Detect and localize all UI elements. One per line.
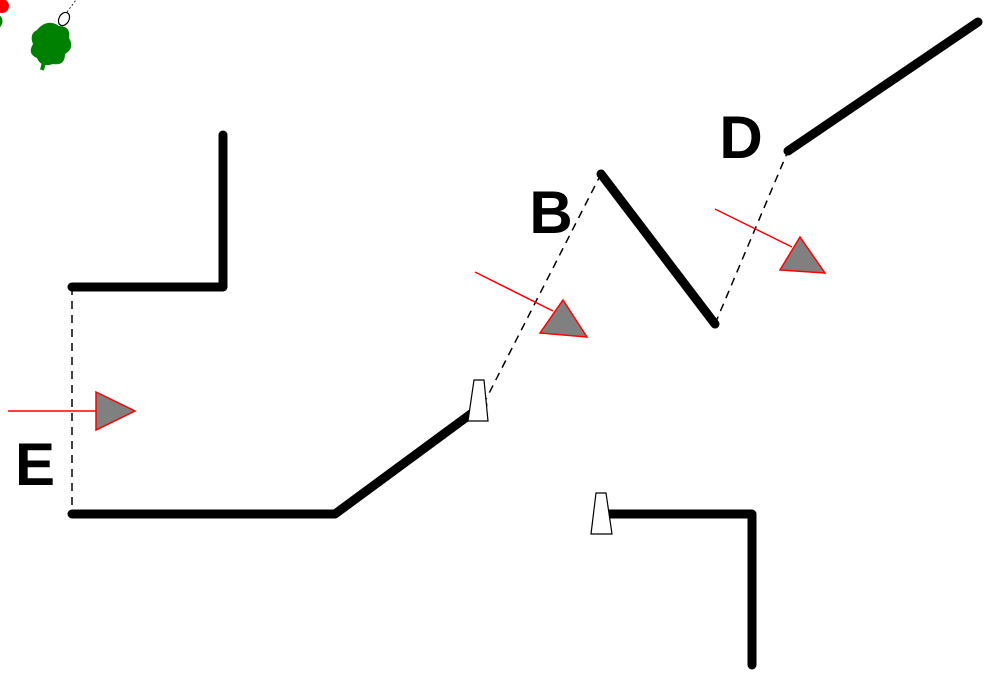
door-marker-icon (467, 379, 489, 422)
label-e: E (15, 431, 55, 498)
wall-lower-right (599, 509, 757, 670)
tree-icon (30, 22, 72, 71)
door-marker-icon (590, 492, 613, 535)
wall-upper-left (67, 130, 228, 292)
wall-upper-right (783, 17, 983, 156)
wall-bottom-left (67, 400, 488, 519)
direction-arrow-icon (714, 208, 827, 274)
label-d: D (719, 104, 762, 171)
doorway-d (714, 150, 789, 325)
label-b: B (529, 179, 572, 246)
sensor-marker (57, 0, 77, 27)
doorway-b (482, 173, 602, 406)
direction-arrow-icon (8, 390, 137, 432)
direction-arrow-icon (474, 271, 589, 338)
wall-middle (596, 169, 720, 329)
robot-icon (0, 0, 9, 28)
